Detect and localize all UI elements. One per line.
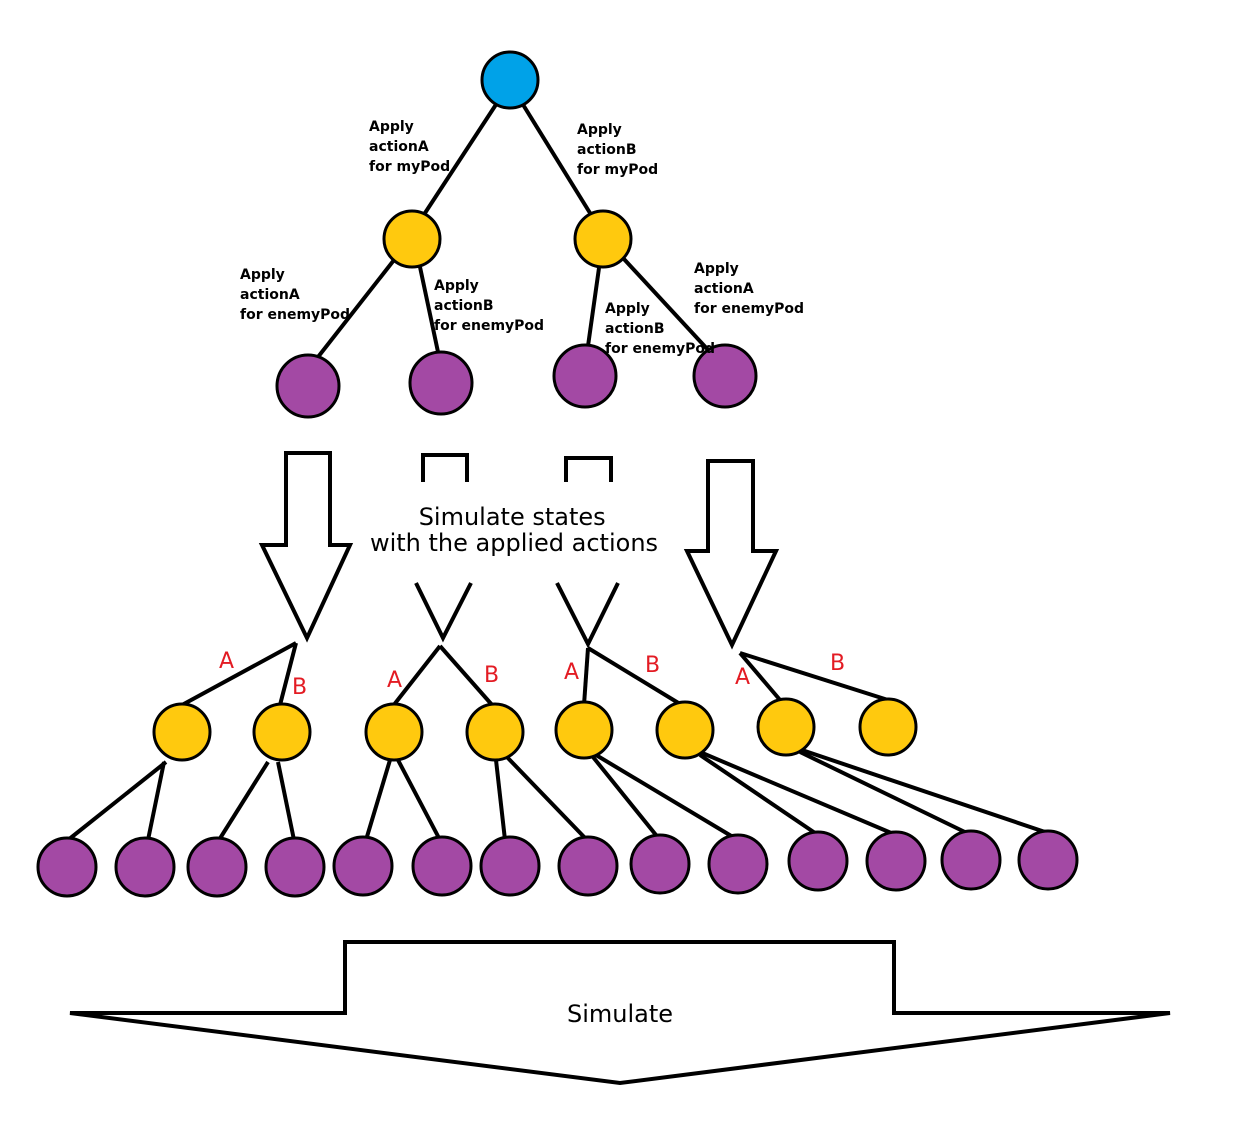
edge-label-enemy-1: Apply actionA for enemyPod: [240, 267, 350, 323]
lower-enemy-node-3: [186, 836, 248, 898]
edge-g2-b: [438, 644, 495, 708]
edge-label-enemy-4: Apply actionA for enemyPod: [694, 261, 804, 317]
branch-letter-6: B: [645, 653, 660, 678]
edge-y2-p3: [217, 760, 270, 842]
arrow-3-head-icon: [555, 582, 620, 649]
lower-mypod-node-8: [858, 697, 918, 757]
lower-enemy-node-7: [479, 835, 541, 897]
lower-enemy-node-12: [865, 830, 927, 892]
lower-enemy-node-9: [629, 833, 691, 895]
lower-mypod-node-3: [364, 702, 424, 762]
branch-letter-2: B: [292, 675, 307, 700]
edge-y4-p7: [494, 759, 507, 841]
edge-mypod-b-to-enemy-3: [586, 267, 601, 347]
edge-g3-a: [582, 647, 590, 706]
lower-enemy-node-11: [787, 830, 849, 892]
edge-y7-p14: [795, 746, 1049, 835]
arrow-2-stub-icon: [421, 453, 469, 482]
edge-y5-p9: [591, 755, 662, 842]
bottom-simulate-label: Simulate: [567, 1000, 673, 1028]
edge-label-mypod-b: Apply actionB for myPod: [577, 122, 658, 178]
edge-label-mypod-a: Apply actionA for myPod: [369, 119, 450, 175]
lower-tree-edges: [66, 641, 1049, 842]
edge-y5-p10: [594, 753, 740, 842]
edge-y2-p4: [276, 761, 296, 841]
lower-enemy-nodes: [36, 829, 1079, 898]
arrow-1-icon: [258, 451, 354, 643]
lower-mypod-node-7: [756, 697, 816, 757]
edge-y3-p6: [396, 759, 442, 841]
enemy-node-2: [408, 350, 474, 416]
arrow-2-head-icon: [414, 582, 473, 643]
root-node: [480, 50, 540, 110]
edge-label-enemy-2: Apply actionB for enemyPod: [434, 278, 544, 334]
lower-enemy-node-13: [940, 829, 1002, 891]
edge-y1-p2: [146, 761, 166, 841]
lower-enemy-node-8: [557, 835, 619, 897]
branch-letter-4: B: [484, 663, 499, 688]
branch-letter-3: A: [387, 668, 402, 693]
mypod-node-a: [382, 209, 442, 269]
edge-g4-a: [738, 651, 788, 709]
edge-mypod-b-to-enemy-4: [621, 256, 712, 354]
arrow-3-stub-icon: [564, 456, 613, 482]
edge-g4-b: [739, 651, 889, 702]
enemy-node-1: [275, 353, 341, 419]
branch-letters: A B A B A B A B: [219, 649, 845, 700]
edge-y1-p1: [66, 760, 168, 842]
edge-g3-b: [586, 646, 687, 709]
bottom-simulate-arrow-icon: [69, 940, 1171, 1086]
middle-label: Simulate states with the applied actions: [370, 503, 658, 557]
lower-mypod-node-2: [252, 702, 312, 762]
edge-mypod-a-to-enemy-1: [316, 258, 396, 359]
branch-letter-7: A: [735, 665, 750, 690]
lower-mypod-node-1: [152, 702, 212, 762]
mypod-node-b: [573, 209, 633, 269]
top-tree-edges: [316, 101, 712, 359]
lower-mypod-nodes: [152, 697, 918, 762]
lower-mypod-node-4: [465, 702, 525, 762]
lower-enemy-node-10: [707, 833, 769, 895]
edge-g1-a: [181, 641, 297, 707]
branch-letter-8: B: [830, 651, 845, 676]
branch-letter-1: A: [219, 649, 234, 674]
lower-enemy-node-6: [411, 835, 473, 897]
edge-y3-p5: [364, 759, 392, 841]
edge-g2-a: [391, 644, 442, 708]
edge-y7-p13: [799, 750, 972, 837]
simulate-arrows: [258, 451, 780, 650]
enemy-node-3: [552, 343, 618, 409]
edge-root-to-mypod-b: [520, 101, 592, 215]
edge-g1-b: [278, 642, 298, 706]
lower-enemy-node-5: [332, 835, 394, 897]
lower-mypod-node-5: [554, 700, 614, 760]
branch-letter-5: A: [564, 660, 579, 685]
edge-label-enemy-3: Apply actionB for enemyPod: [605, 301, 715, 357]
enemy-node-4: [692, 343, 758, 409]
edge-y6-p11: [698, 753, 820, 837]
lower-mypod-node-6: [655, 700, 715, 760]
edge-root-to-mypod-a: [423, 101, 499, 215]
edge-y4-p8: [503, 753, 589, 842]
edge-mypod-a-to-enemy-2: [418, 266, 440, 353]
lower-enemy-node-4: [264, 836, 326, 898]
lower-enemy-node-2: [114, 836, 176, 898]
lower-enemy-node-1: [36, 836, 98, 898]
lower-enemy-node-14: [1017, 829, 1079, 891]
arrow-4-icon: [683, 459, 780, 650]
edge-y6-p12: [699, 750, 897, 837]
